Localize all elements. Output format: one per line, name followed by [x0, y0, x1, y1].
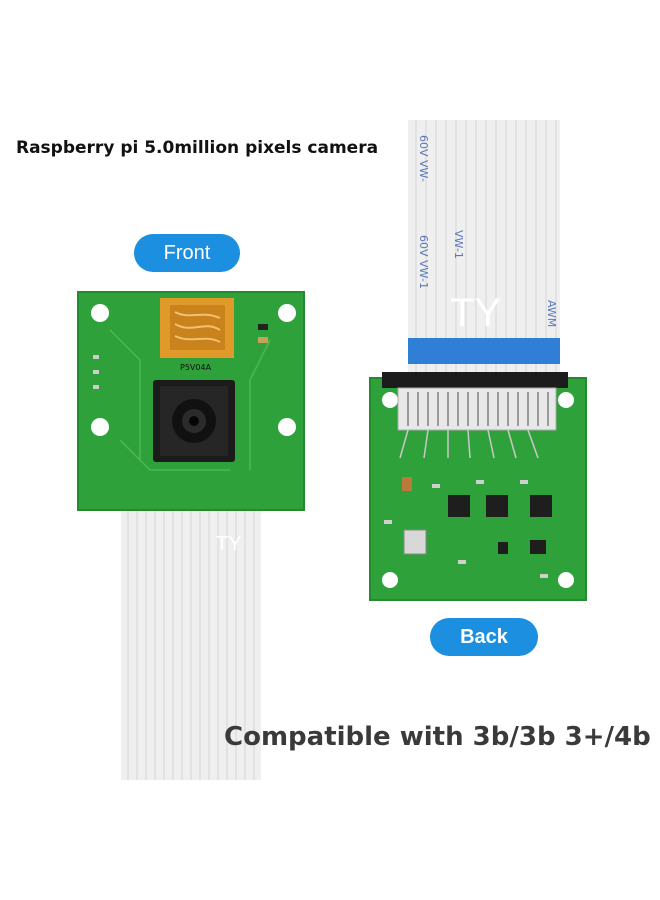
back-label-pill: Back [430, 618, 538, 656]
back-ribbon-cable: 60V VW- 60V VW-1 VW-1 AWM [408, 120, 560, 385]
watermark-back: TY [450, 291, 501, 335]
sensor-marking: P5V04A [180, 363, 212, 372]
front-ribbon-cable [121, 505, 261, 780]
front-camera-board: P5V04A [77, 291, 305, 511]
watermark-front: TY [216, 533, 242, 555]
cable-print-3: VW-1 [452, 230, 465, 259]
front-label-pill: Front [134, 234, 240, 272]
compatibility-text: Compatible with 3b/3b 3+/4b [224, 722, 651, 752]
cable-print-2: 60V VW-1 [417, 235, 430, 289]
cable-print-1: 60V VW- [417, 135, 430, 182]
cable-print-4: AWM [545, 300, 558, 327]
product-title: Raspberry pi 5.0million pixels camera [16, 138, 379, 158]
back-camera-board [369, 372, 587, 601]
